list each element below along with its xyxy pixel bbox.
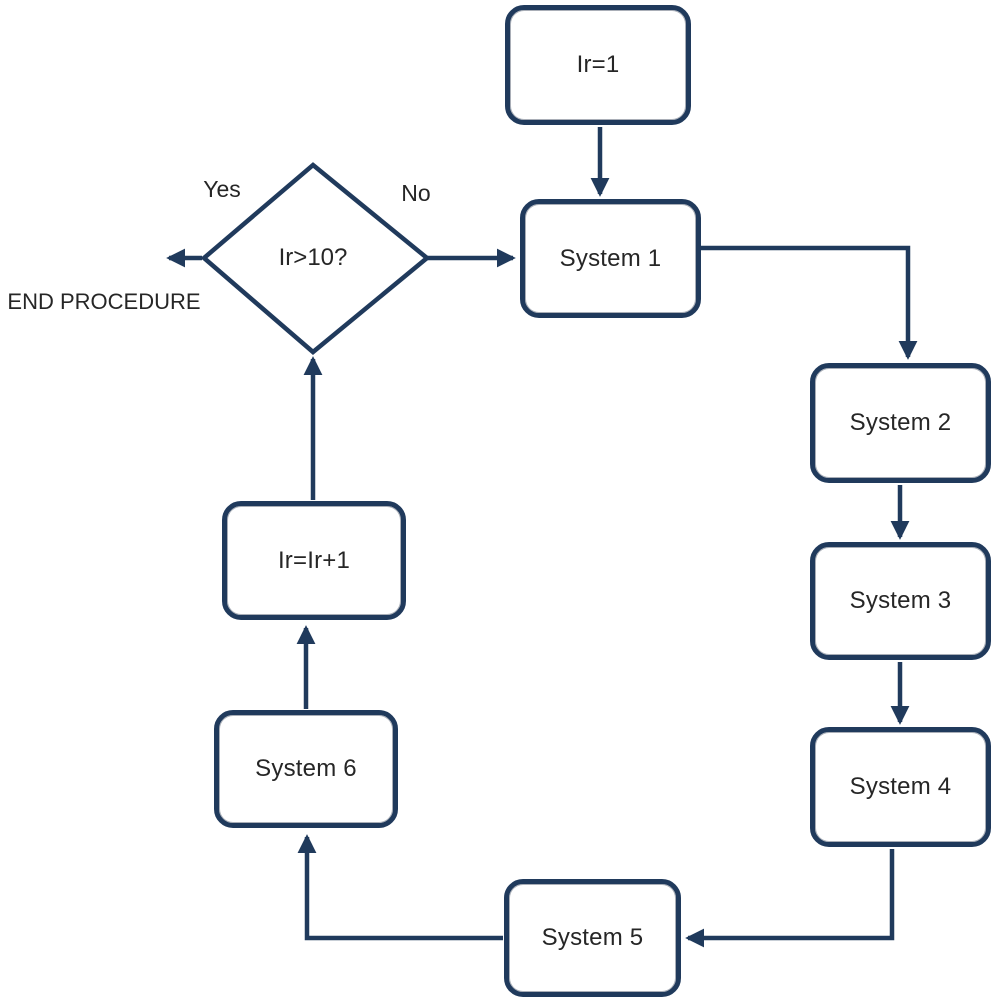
node-system1: System 1 — [520, 199, 701, 318]
decision-diamond — [200, 162, 431, 355]
node-increment: Ir=Ir+1 — [222, 501, 406, 620]
node-system3-label: System 3 — [849, 587, 952, 614]
node-init: Ir=1 — [505, 5, 691, 125]
node-init-label: Ir=1 — [576, 51, 620, 78]
node-system3: System 3 — [810, 542, 991, 660]
edge-system5-to-system6 — [297, 834, 503, 941]
node-system5: System 5 — [504, 879, 681, 997]
no-edge-label: No — [401, 180, 431, 206]
node-system5-label: System 5 — [541, 924, 644, 951]
node-system6-label: System 6 — [255, 755, 357, 782]
node-system4-label: System 4 — [849, 773, 952, 800]
yes-edge-label: Yes — [203, 176, 241, 202]
edge-system1-to-system2 — [701, 245, 918, 360]
node-system2-label: System 2 — [849, 409, 952, 436]
node-system2: System 2 — [810, 363, 991, 483]
node-system6: System 6 — [214, 710, 398, 828]
node-increment-label: Ir=Ir+1 — [277, 546, 351, 574]
decision-label: Ir>10? — [278, 244, 348, 271]
node-system4: System 4 — [810, 727, 991, 847]
node-system1-label: System 1 — [559, 244, 662, 272]
edge-system4-to-system5 — [685, 849, 895, 948]
end-procedure-label: END PROCEDURE — [7, 289, 201, 314]
